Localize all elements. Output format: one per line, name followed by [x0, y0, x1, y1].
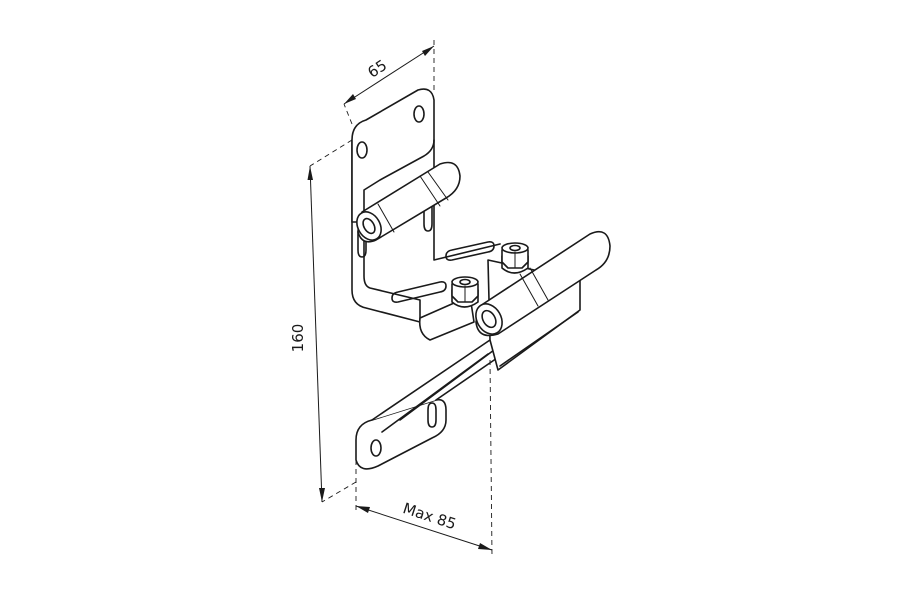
hex-nut-rear [501, 242, 529, 274]
width-dimension-label: 65 [364, 56, 390, 81]
base-slot-1 [391, 281, 447, 303]
lower-leaf-hole [370, 439, 382, 457]
base-slot-2 [445, 241, 495, 261]
upper-plate-hole-1 [356, 141, 368, 159]
upper-barrel-end [356, 211, 382, 241]
lower-door-leaf [355, 339, 501, 470]
lower-barrel-end [475, 303, 503, 335]
dimension-height: 160 [289, 139, 357, 503]
upper-wall-plate [351, 88, 501, 323]
upper-barrel [356, 161, 461, 243]
adjustment-bracket [418, 230, 611, 371]
projection-dimension-label: Max 85 [401, 499, 459, 533]
height-dimension-label: 160 [289, 324, 307, 353]
hex-nut-front [451, 276, 479, 308]
lower-leaf-slot [427, 402, 437, 428]
upper-plate-hole-2 [413, 105, 425, 123]
